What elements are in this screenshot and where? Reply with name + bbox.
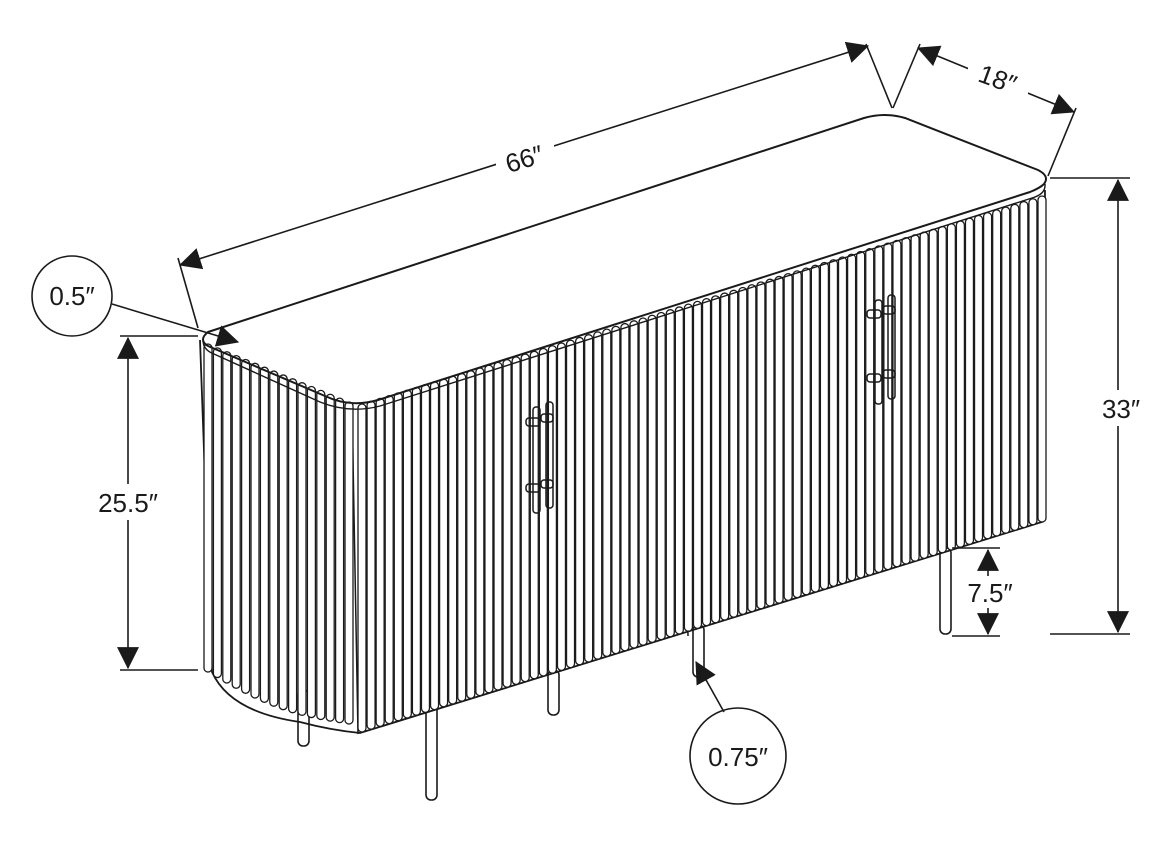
dimension-top-thickness: 0.5″: [31, 255, 240, 347]
dimension-width: 66″: [177, 41, 893, 329]
cabinet-body: [199, 189, 1047, 735]
dimension-depth: 18″: [892, 43, 1077, 177]
cabinet-height-label: 25.5″: [98, 488, 158, 518]
dimension-leg-height: 7.5″: [952, 547, 1020, 637]
dimension-leg-diameter: 0.75″: [689, 661, 787, 805]
leg-center: [692, 624, 705, 678]
total-height-label: 33″: [1102, 394, 1140, 424]
dimension-total-height: 33″: [1050, 177, 1152, 635]
dimension-cabinet-height: 25.5″: [88, 335, 198, 671]
front-fluting: [357, 195, 1047, 733]
leg-front-middle: [425, 699, 438, 801]
top-thickness-label: 0.5″: [49, 281, 94, 311]
door-handle-right: [866, 294, 896, 405]
door-handle-left: [525, 401, 554, 514]
tabletop: [202, 114, 1047, 410]
leg-diameter-label: 0.75″: [708, 742, 768, 772]
side-fluting: [203, 343, 354, 725]
leg-height-label: 7.5″: [967, 578, 1012, 608]
leg-diameter-callout: [689, 707, 787, 805]
leg-back-left: [547, 669, 560, 716]
leg-right: [939, 547, 952, 635]
top-thickness-callout: [31, 255, 113, 337]
